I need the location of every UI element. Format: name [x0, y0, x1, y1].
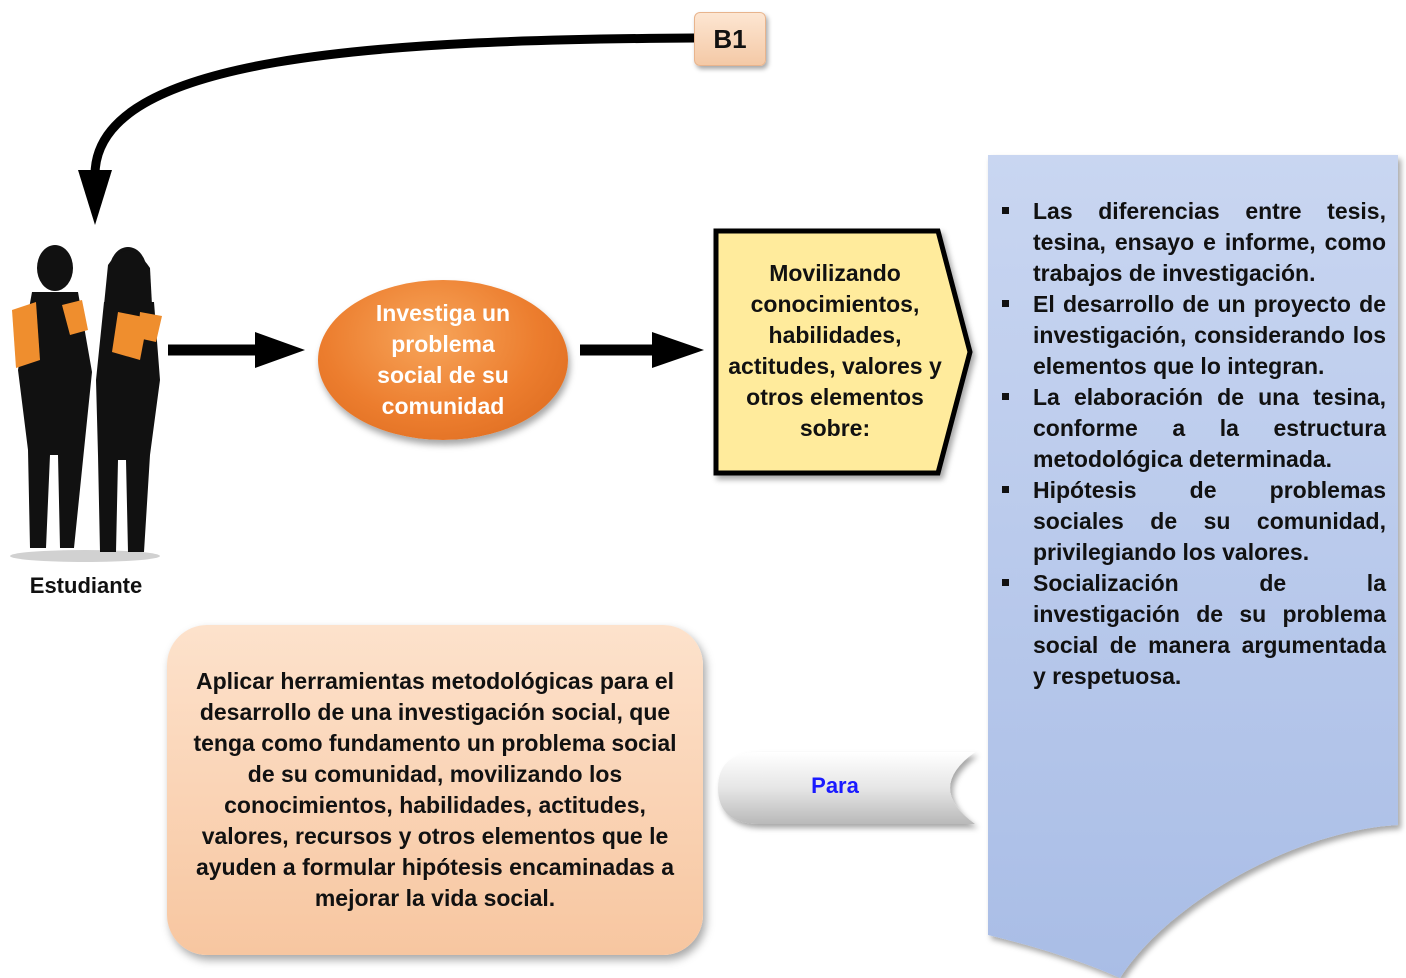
topic-item: Las diferencias entre tesis, tesina, ens…	[998, 196, 1386, 289]
arrowhead-movilizando	[652, 332, 704, 368]
movilizando-text: Movilizando conocimientos, habilidades, …	[728, 260, 942, 441]
b1-badge: B1	[694, 12, 766, 66]
topic-item: El desarrollo de un proyecto de investig…	[998, 289, 1386, 382]
movilizando-box	[713, 228, 973, 476]
student-label: Estudiante	[29, 573, 143, 598]
feedback-arrowhead	[78, 170, 112, 225]
aplicar-box: Aplicar herramientas metodológicas para …	[167, 625, 703, 955]
topics-list: Las diferencias entre tesis, tesina, ens…	[998, 196, 1386, 692]
topic-item: Hipótesis de problemas sociales de su co…	[998, 475, 1386, 568]
investiga-oval: Investiga un problema social de su comun…	[318, 280, 568, 440]
arrowhead-investiga	[255, 332, 305, 368]
feedback-curve-arrow	[90, 33, 695, 176]
students-silhouette-icon	[10, 245, 162, 562]
topic-item: La elaboración de una tesina, conforme a…	[998, 382, 1386, 475]
investiga-text: Investiga un problema social de su comun…	[375, 300, 511, 419]
topic-item: Socialización de la investigación de su …	[998, 568, 1386, 692]
topics-document	[988, 155, 1398, 978]
para-label: Para	[811, 773, 859, 798]
para-connector	[718, 752, 975, 824]
aplicar-text: Aplicar herramientas metodológicas para …	[193, 668, 677, 911]
